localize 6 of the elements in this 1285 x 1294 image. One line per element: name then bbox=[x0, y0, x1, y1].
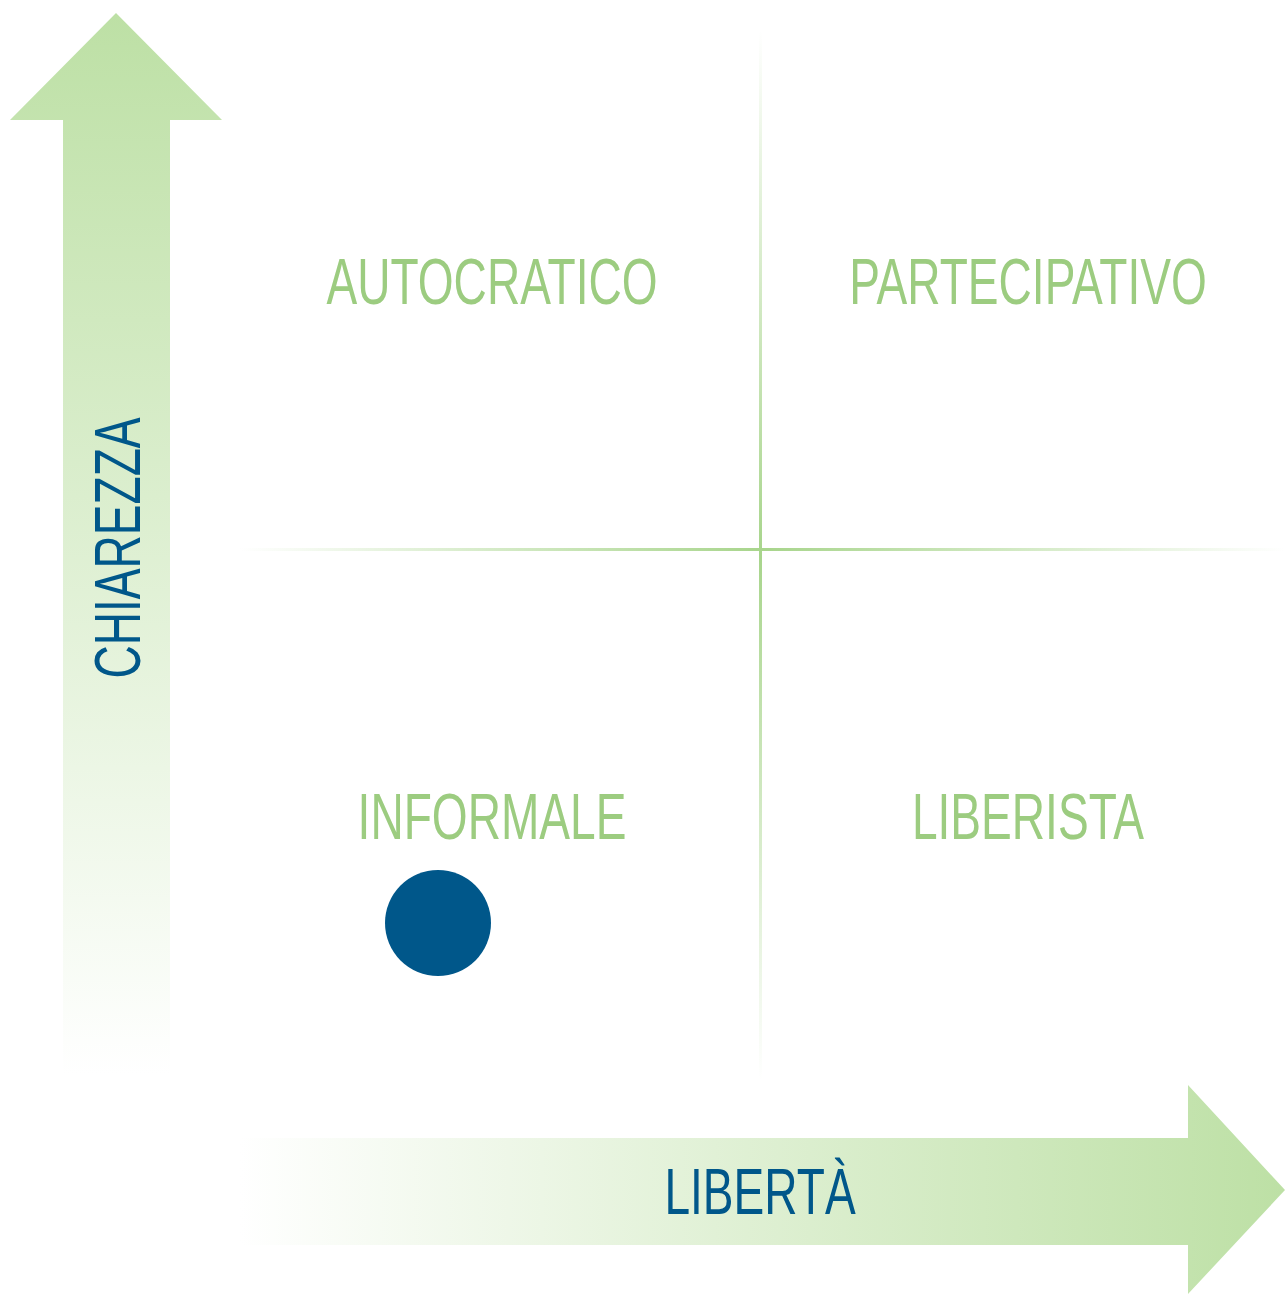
quadrant-label: INFORMALE bbox=[357, 785, 627, 849]
axis-label: CHIAREZZA bbox=[86, 417, 150, 679]
quadrant-label: PARTECIPATIVO bbox=[849, 250, 1207, 314]
quadrant-label: AUTOCRATICO bbox=[326, 250, 658, 314]
quadrant-label: LIBERISTA bbox=[911, 785, 1145, 849]
marker-dot bbox=[385, 870, 491, 976]
